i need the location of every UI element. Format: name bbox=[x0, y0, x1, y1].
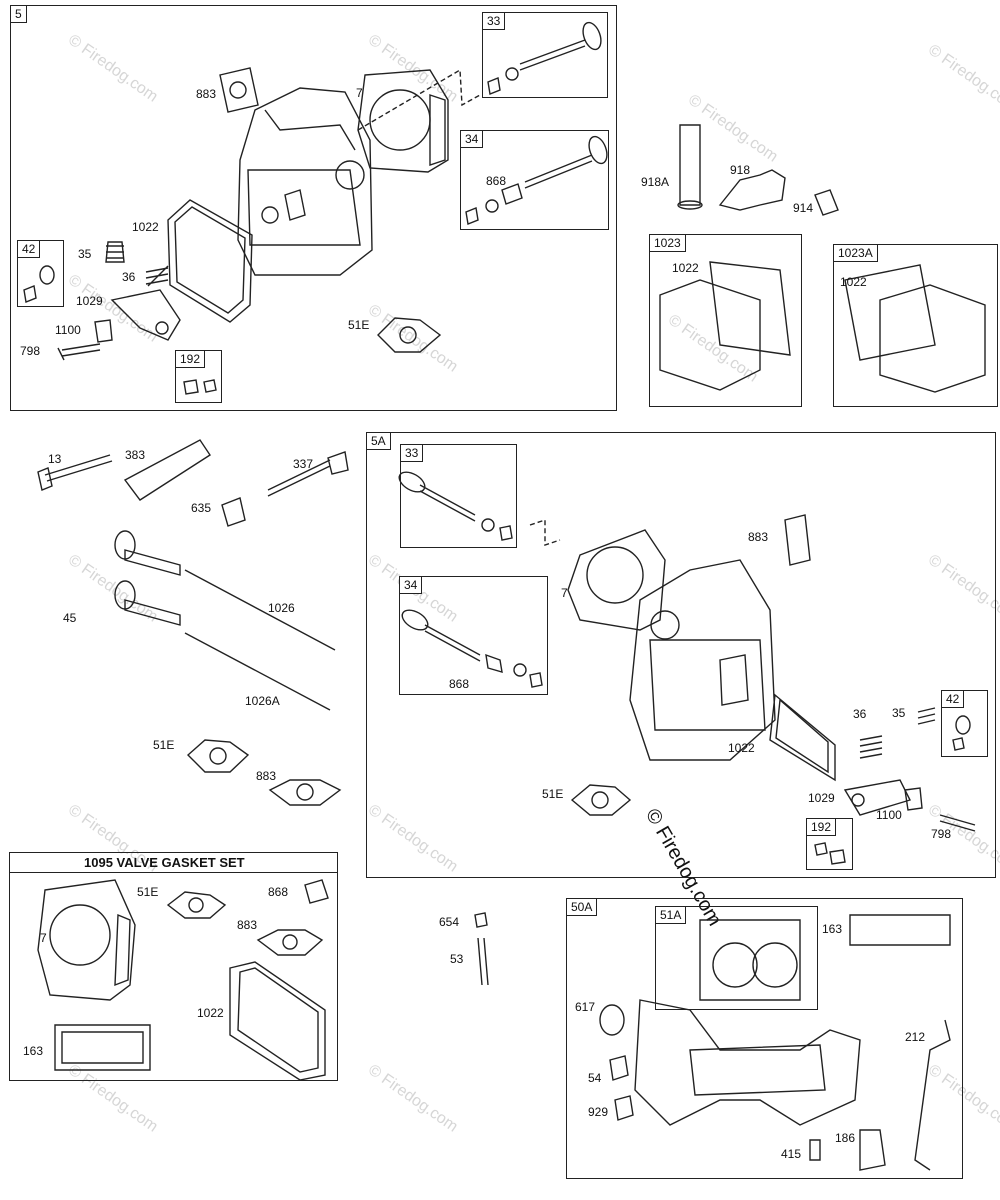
section-5-tag: 5 bbox=[10, 5, 27, 23]
label-1022: 1022 bbox=[197, 1006, 224, 1020]
label-1026: 1026 bbox=[268, 601, 295, 615]
spark-boot bbox=[221, 497, 246, 527]
label-383: 383 bbox=[125, 448, 146, 462]
label-617: 617 bbox=[575, 1000, 596, 1014]
label-51e: 51E bbox=[542, 787, 564, 801]
label-1100: 1100 bbox=[55, 323, 81, 337]
gasket-set-frame bbox=[9, 852, 338, 1081]
watermark: © Firedog.com bbox=[924, 41, 1000, 116]
label-929: 929 bbox=[588, 1105, 609, 1119]
label-635: 635 bbox=[191, 501, 212, 515]
label-868: 868 bbox=[268, 885, 289, 899]
label-918a: 918A bbox=[641, 175, 670, 189]
watermark: © Firedog.com bbox=[364, 1061, 461, 1136]
section-50a-tag: 50A bbox=[566, 898, 598, 916]
label-798: 798 bbox=[931, 827, 952, 841]
label-51e: 51E bbox=[348, 318, 370, 332]
label-163: 163 bbox=[822, 922, 843, 936]
label-53: 53 bbox=[450, 952, 464, 966]
subtag-42b: 42 bbox=[941, 690, 965, 708]
label-883: 883 bbox=[256, 769, 277, 783]
label-35: 35 bbox=[78, 247, 92, 261]
section-51a-frame bbox=[655, 906, 818, 1010]
label-1022: 1022 bbox=[728, 741, 755, 755]
section-1023a-tag: 1023A bbox=[833, 244, 878, 262]
gasket-set-title: 1095 VALVE GASKET SET bbox=[84, 855, 245, 870]
label-415: 415 bbox=[781, 1147, 802, 1161]
label-1022: 1022 bbox=[672, 261, 699, 275]
box-34b bbox=[399, 576, 548, 695]
label-186: 186 bbox=[835, 1131, 856, 1145]
section-51a-tag: 51A bbox=[655, 906, 687, 924]
label-13: 13 bbox=[48, 452, 62, 466]
label-36: 36 bbox=[122, 270, 136, 284]
section-1023a-frame bbox=[833, 244, 998, 407]
subtag-192a: 192 bbox=[175, 350, 206, 368]
box-42a bbox=[17, 240, 64, 307]
label-798: 798 bbox=[20, 344, 41, 358]
label-163: 163 bbox=[23, 1044, 44, 1058]
label-45: 45 bbox=[63, 611, 77, 625]
label-1029: 1029 bbox=[76, 294, 103, 308]
dipstick-tube bbox=[679, 124, 701, 206]
label-1022: 1022 bbox=[840, 275, 867, 289]
label-337: 337 bbox=[293, 457, 314, 471]
label-51e: 51E bbox=[153, 738, 175, 752]
label-212: 212 bbox=[905, 1030, 926, 1044]
label-1022: 1022 bbox=[132, 220, 159, 234]
label-7: 7 bbox=[561, 586, 568, 600]
section-1023-tag: 1023 bbox=[649, 234, 686, 252]
box-34a bbox=[460, 130, 609, 230]
label-36: 36 bbox=[853, 707, 867, 721]
subtag-192b: 192 bbox=[806, 818, 837, 836]
subtag-33a: 33 bbox=[482, 12, 506, 30]
watermark: © Firedog.com bbox=[64, 551, 161, 626]
section-5a-tag: 5A bbox=[366, 432, 391, 450]
label-1100: 1100 bbox=[876, 808, 902, 822]
section-5-frame bbox=[10, 5, 617, 411]
gasket-set-header-bar bbox=[9, 852, 338, 873]
section-5a-frame bbox=[366, 432, 996, 878]
label-883: 883 bbox=[748, 530, 769, 544]
label-7: 7 bbox=[356, 86, 363, 100]
subtag-34a: 34 bbox=[460, 130, 484, 148]
subtag-33b: 33 bbox=[400, 444, 424, 462]
label-54: 54 bbox=[588, 1071, 602, 1085]
label-883: 883 bbox=[196, 87, 217, 101]
label-654: 654 bbox=[439, 915, 460, 929]
label-1029: 1029 bbox=[808, 791, 835, 805]
subtag-34b: 34 bbox=[399, 576, 423, 594]
label-868: 868 bbox=[486, 174, 507, 188]
label-51e: 51E bbox=[137, 885, 159, 899]
label-883: 883 bbox=[237, 918, 258, 932]
section-50a-frame bbox=[566, 898, 963, 1179]
label-868: 868 bbox=[449, 677, 470, 691]
label-918: 918 bbox=[730, 163, 751, 177]
section-1023-frame bbox=[649, 234, 802, 407]
box-33a bbox=[482, 12, 608, 98]
box-33b bbox=[400, 444, 517, 548]
label-914: 914 bbox=[793, 201, 814, 215]
label-7: 7 bbox=[40, 931, 47, 945]
box-42b bbox=[941, 690, 988, 757]
watermark: © Firedog.com bbox=[684, 91, 781, 166]
label-1026a: 1026A bbox=[245, 694, 280, 708]
subtag-42a: 42 bbox=[17, 240, 41, 258]
tappet bbox=[124, 549, 181, 576]
pushrod bbox=[184, 569, 336, 651]
label-35: 35 bbox=[892, 706, 906, 720]
